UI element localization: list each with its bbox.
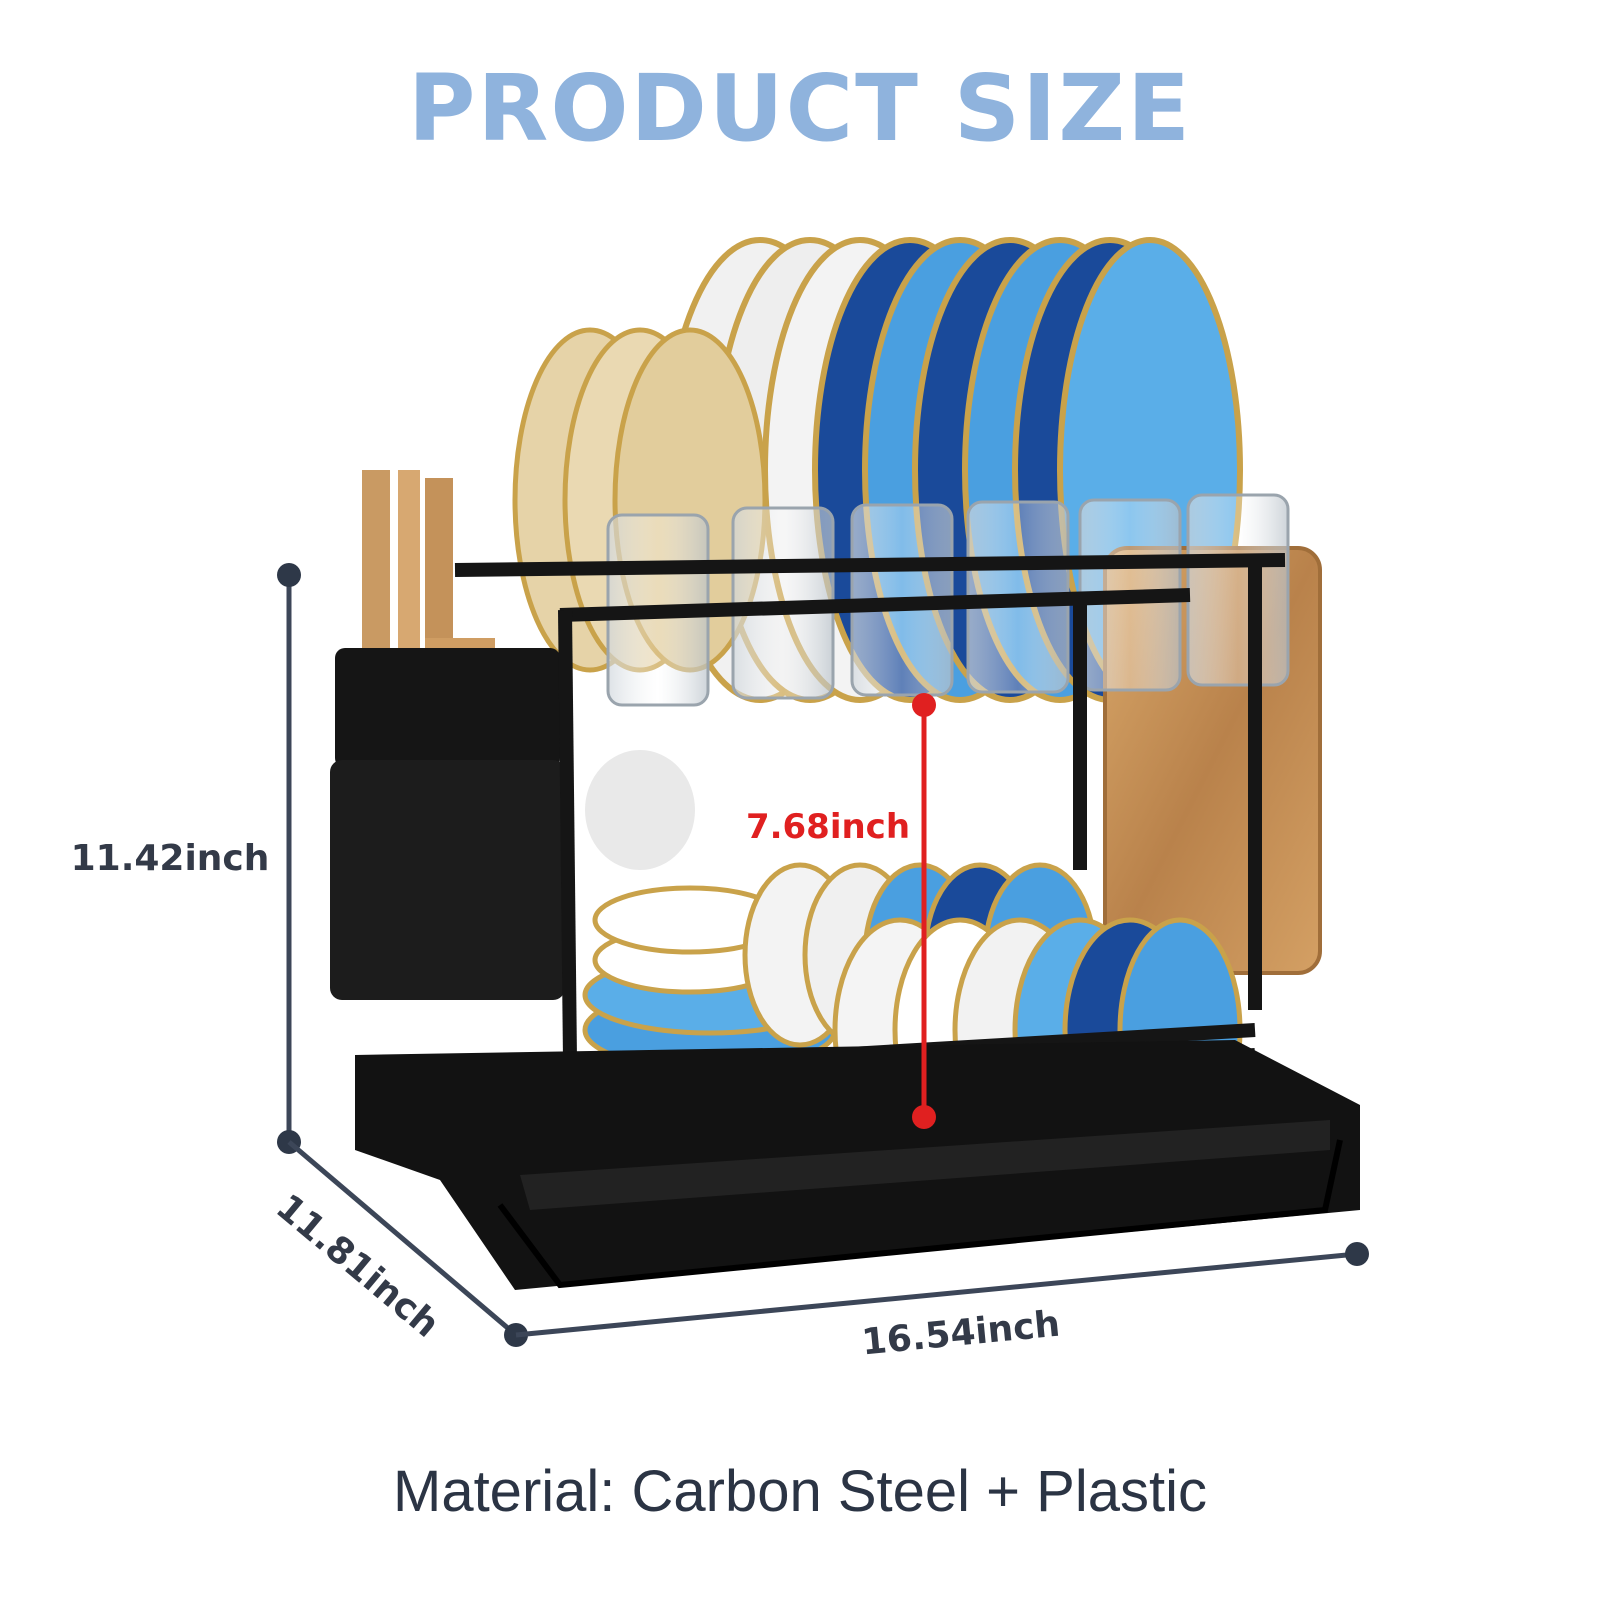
height-dimension: 11.42inch [71, 563, 301, 1154]
inner-height-dimension: 7.68inch [746, 693, 936, 1129]
page-title: PRODUCT SIZE [408, 55, 1192, 162]
depth-label: 11.81inch [268, 1187, 447, 1346]
drain-tray [355, 1040, 1360, 1290]
utensil-holder [330, 470, 565, 1000]
width-label: 16.54inch [860, 1304, 1062, 1364]
height-label: 11.42inch [71, 838, 270, 879]
material-caption: Material: Carbon Steel + Plastic [393, 1459, 1207, 1524]
inner-height-label: 7.68inch [746, 807, 910, 847]
